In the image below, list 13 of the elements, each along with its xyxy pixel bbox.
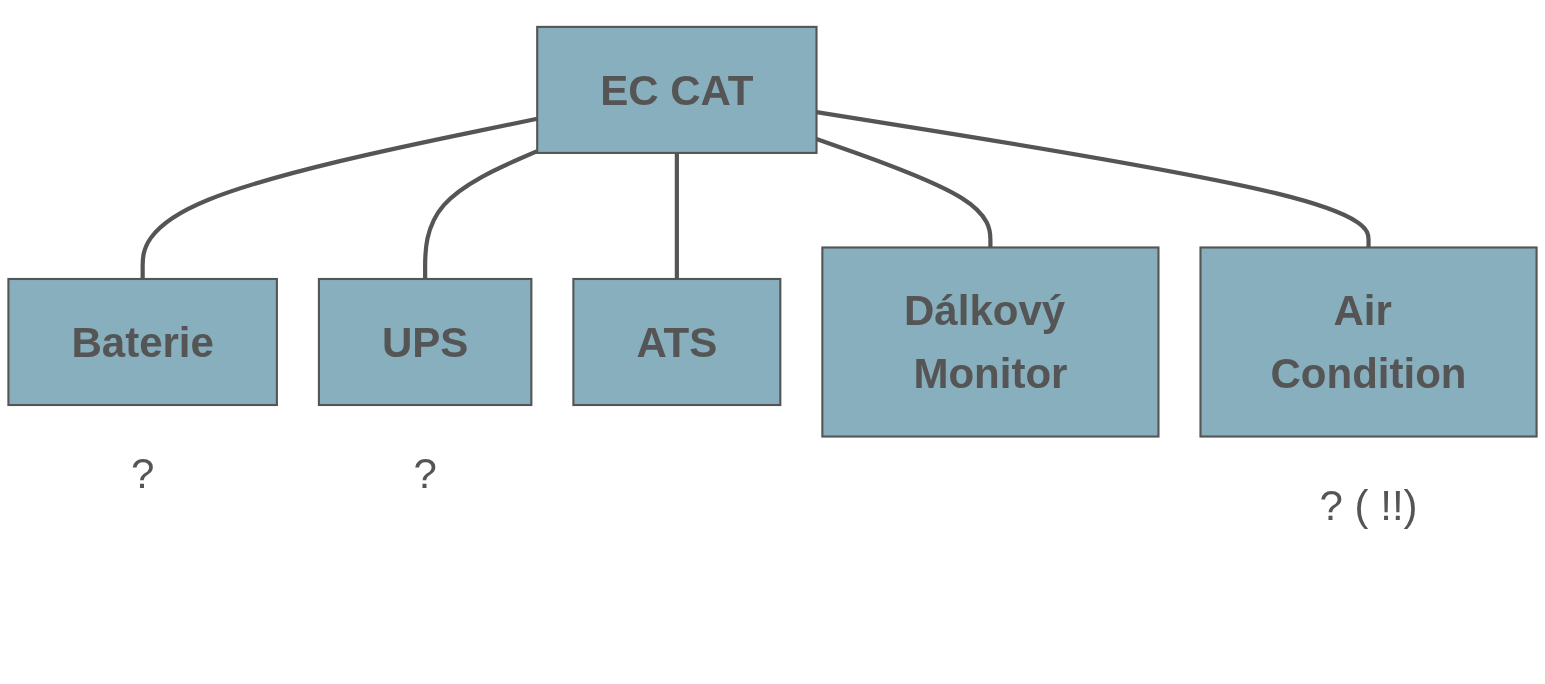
connector [423,149,539,279]
node-box: ATS [572,277,782,407]
node-label: ? ( !!) [1319,481,1418,528]
connector [140,116,538,279]
connector [674,152,679,279]
node-box: EC CAT [536,25,818,154]
connector [816,110,1371,248]
node-label: ? [130,450,155,497]
node-box: Air Condition [1199,246,1538,438]
node-box: UPS [317,277,533,407]
node-box: Dálkový Monitor [821,246,1160,438]
node-box: Baterie [7,277,278,407]
node-label: ? [413,450,437,497]
